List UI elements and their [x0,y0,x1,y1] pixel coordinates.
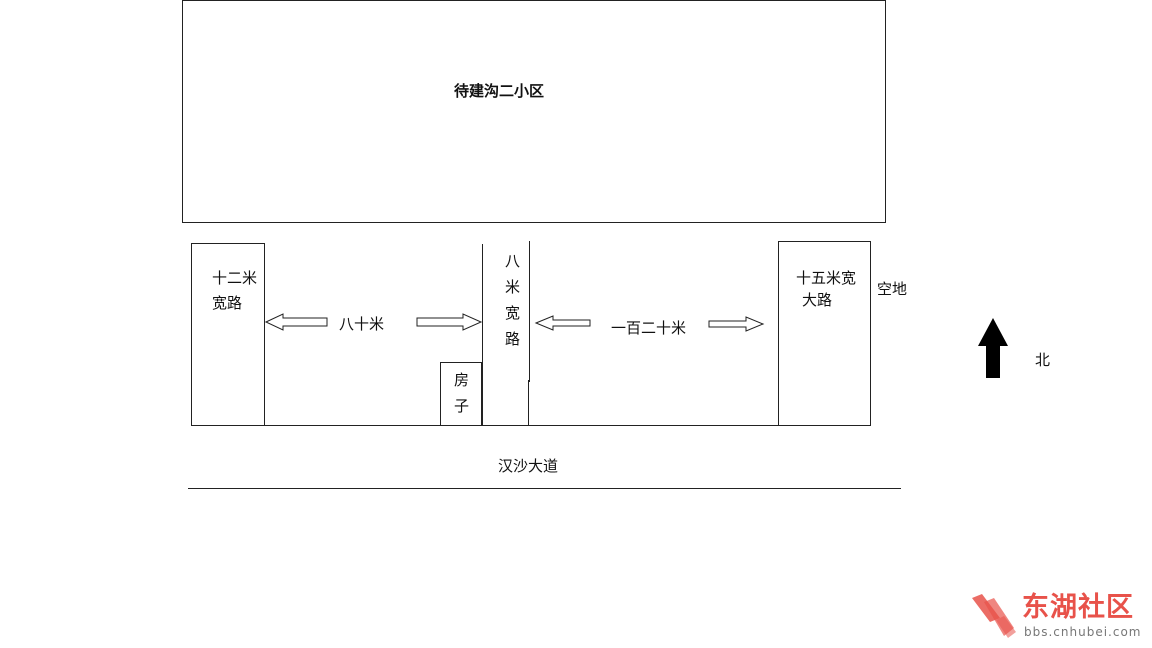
hollow-arrow-icon [264,313,328,331]
vacant-land-label: 空地 [877,280,908,298]
donghu-logo-icon [972,594,1016,638]
road-8m-label-3: 宽 [505,304,521,322]
road-12m-label-1: 十二米 [212,269,258,287]
avenue-label: 汉沙大道 [498,457,559,475]
distance-120m-label: 一百二十米 [611,319,687,337]
hollow-arrow-icon [534,315,591,331]
lot-baseline [205,425,871,426]
arrow-up-icon [978,318,1008,378]
avenue-line [188,488,901,489]
road-15m-block [778,241,871,426]
road-8m-label-4: 路 [505,330,521,348]
road-8m-line-right-lower [528,380,529,426]
road-15m-label-1: 十五米宽 [796,269,857,287]
road-8m-label-2: 米 [505,278,521,296]
watermark-url: bbs.cnhubei.com [1024,625,1142,639]
hollow-arrow-icon [416,313,483,331]
district-label: 待建沟二小区 [454,82,545,100]
road-15m-label-2: 大路 [802,291,833,309]
road-12m-label-2: 宽路 [212,294,243,312]
watermark-name: 东湖社区 [1022,592,1134,623]
road-8m-line-right [529,241,530,382]
road-8m-line-left [482,244,483,426]
house-label-1: 房 [454,371,470,389]
north-label: 北 [1035,351,1051,369]
district-block [182,0,886,223]
road-8m-label-1: 八 [505,252,521,270]
road-12m-block [191,243,265,426]
distance-80m-label: 八十米 [339,315,385,333]
hollow-arrow-icon [708,316,765,332]
house-block [440,362,482,426]
house-label-2: 子 [454,397,470,415]
